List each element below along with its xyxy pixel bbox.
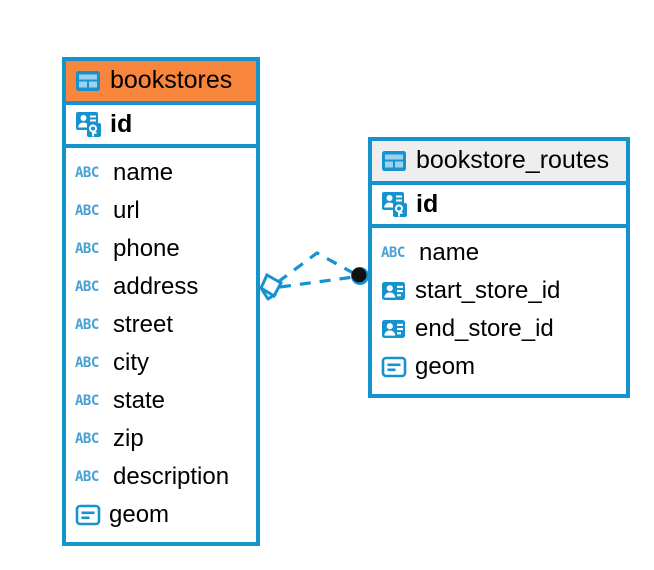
field-row[interactable]: end_store_id <box>381 310 618 348</box>
abc-text-icon: ABC <box>75 393 99 409</box>
primary-key-card-icon <box>381 190 409 218</box>
diamond-marker <box>259 272 284 301</box>
field-label: end_store_id <box>415 315 554 342</box>
abc-text-icon: ABC <box>75 431 99 447</box>
field-label: phone <box>113 235 180 262</box>
field-row[interactable]: ABC city <box>75 344 248 382</box>
field-row[interactable]: start_store_id <box>381 272 618 310</box>
abc-text-icon: ABC <box>381 245 405 261</box>
primary-key-row[interactable]: id <box>372 184 626 228</box>
field-label: geom <box>109 501 170 528</box>
field-label: geom <box>415 353 476 380</box>
relationship-line-lower <box>279 275 355 289</box>
field-label: name <box>419 239 480 266</box>
field-label: zip <box>113 425 144 452</box>
foreign-key-icon <box>381 317 407 341</box>
field-row[interactable]: ABC url <box>75 192 248 230</box>
field-label: address <box>113 273 199 300</box>
abc-text-icon: ABC <box>75 317 99 333</box>
geometry-icon <box>381 355 407 379</box>
entity-title: bookstore_routes <box>416 146 610 175</box>
field-label: name <box>113 159 174 186</box>
field-row[interactable]: ABC description <box>75 458 248 496</box>
primary-key-card-icon <box>75 110 103 138</box>
field-row[interactable]: ABC phone <box>75 230 248 268</box>
field-row[interactable]: ABC zip <box>75 420 248 458</box>
primary-key-label: id <box>416 189 439 218</box>
entity-header-bookstore_routes[interactable]: bookstore_routes <box>372 141 626 185</box>
field-row[interactable]: geom <box>381 348 618 386</box>
foreign-key-icon <box>381 279 407 303</box>
field-row[interactable]: ABC state <box>75 382 248 420</box>
abc-text-icon: ABC <box>75 355 99 371</box>
geometry-icon <box>75 503 101 527</box>
abc-text-icon: ABC <box>75 165 99 181</box>
field-label: street <box>113 311 174 338</box>
field-row[interactable]: ABC name <box>381 234 618 272</box>
field-row[interactable]: ABC street <box>75 306 248 344</box>
field-label: description <box>113 463 230 490</box>
table-grid-icon <box>381 150 407 172</box>
primary-key-row[interactable]: id <box>66 104 256 148</box>
field-row[interactable]: ABC name <box>75 154 248 192</box>
field-label: url <box>113 197 140 224</box>
field-label: start_store_id <box>415 277 561 304</box>
table-grid-icon <box>75 70 101 92</box>
filled-circle-marker <box>351 267 369 285</box>
field-label: state <box>113 387 166 414</box>
abc-text-icon: ABC <box>75 241 99 257</box>
entity-header-bookstores[interactable]: bookstores <box>66 61 256 105</box>
abc-text-icon: ABC <box>75 279 99 295</box>
abc-text-icon: ABC <box>75 469 99 485</box>
abc-text-icon: ABC <box>75 203 99 219</box>
field-label: city <box>113 349 149 376</box>
field-row[interactable]: geom <box>75 496 248 534</box>
field-row[interactable]: ABC address <box>75 268 248 306</box>
entity-title: bookstores <box>110 66 233 95</box>
relationship-line-upper <box>277 251 356 284</box>
primary-key-label: id <box>110 109 133 138</box>
